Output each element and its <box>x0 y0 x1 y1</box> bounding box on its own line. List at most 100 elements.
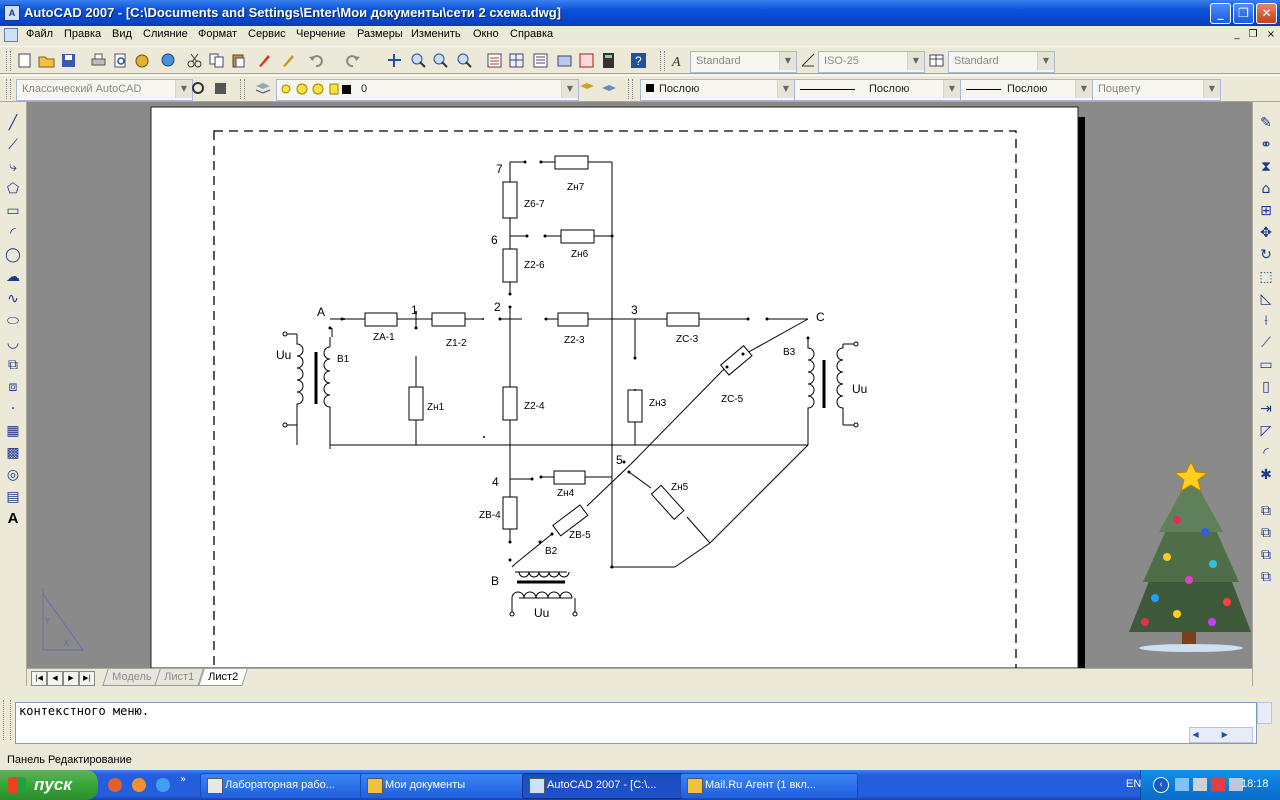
explode-icon[interactable]: ✱ <box>1260 467 1272 483</box>
break-icon[interactable]: ▯ <box>1262 379 1270 395</box>
rotate-icon[interactable]: ↻ <box>1260 247 1272 263</box>
table-style-select[interactable]: Standard▼ <box>948 51 1055 73</box>
menu-draw[interactable]: Черчение <box>296 28 346 40</box>
draworder-back-icon[interactable]: ⧉ <box>1261 525 1271 541</box>
draworder-below-icon[interactable]: ⧉ <box>1261 569 1271 585</box>
linetype-select[interactable]: Послою▼ <box>794 79 961 101</box>
workspace-select[interactable]: Классический AutoCAD▼ <box>16 79 193 101</box>
command-hscrollbar[interactable]: ◀ ▶ <box>1189 727 1253 743</box>
layer-previous-icon[interactable] <box>600 80 617 97</box>
redo-icon[interactable] <box>344 52 361 69</box>
new-file-icon[interactable] <box>16 52 33 69</box>
mdi-minimize-button[interactable]: _ <box>1234 29 1240 40</box>
spline-icon[interactable]: ∿ <box>7 291 19 307</box>
menu-view[interactable]: Вид <box>112 28 132 40</box>
command-window[interactable] <box>15 702 1257 744</box>
menu-format[interactable]: Формат <box>198 28 238 40</box>
zoom-window-icon[interactable] <box>432 52 449 69</box>
menu-modify[interactable]: Изменить <box>411 28 461 40</box>
sheet-set-icon[interactable] <box>556 52 573 69</box>
open-folder-icon[interactable] <box>38 52 55 69</box>
print-preview-icon[interactable] <box>112 52 129 69</box>
table-icon[interactable]: ▤ <box>6 489 20 505</box>
menu-dimension[interactable]: Размеры <box>357 28 403 40</box>
save-icon[interactable] <box>60 52 77 69</box>
markup-icon[interactable] <box>578 52 595 69</box>
minimize-button[interactable]: _ <box>1210 3 1231 24</box>
command-grip[interactable] <box>3 700 11 740</box>
taskbar-item-mailru[interactable]: Mail.Ru Агент (1 вкл... <box>680 773 858 799</box>
join-icon[interactable]: ⇥ <box>1260 401 1272 417</box>
print-icon[interactable] <box>90 52 107 69</box>
language-indicator[interactable]: EN <box>1126 778 1142 790</box>
block-editor-icon[interactable] <box>280 52 297 69</box>
toolbar-grip[interactable] <box>240 79 245 99</box>
help-icon[interactable]: ? <box>630 52 647 69</box>
draworder-front-icon[interactable]: ⧉ <box>1261 503 1271 519</box>
prev-tab-icon[interactable]: ◀ <box>47 671 63 686</box>
rectangle-icon[interactable]: ▭ <box>6 203 20 219</box>
zoom-realtime-icon[interactable] <box>410 52 427 69</box>
gear-icon[interactable] <box>212 80 229 97</box>
cut-icon[interactable] <box>186 52 203 69</box>
make-current-layer-icon[interactable] <box>578 80 595 97</box>
break-at-point-icon[interactable]: ▭ <box>1259 357 1273 373</box>
christmas-tree-gadget[interactable] <box>1129 460 1251 652</box>
menu-edit[interactable]: Правка <box>64 28 102 40</box>
revision-cloud-icon[interactable]: ☁ <box>6 269 20 285</box>
make-block-icon[interactable]: ⧈ <box>8 379 18 395</box>
dim-style-select[interactable]: ISO-25▼ <box>818 51 925 73</box>
construction-line-icon[interactable]: ⟋ <box>8 137 18 153</box>
command-scrollbar[interactable] <box>1257 702 1272 724</box>
line-icon[interactable]: ╱ <box>8 115 18 131</box>
dim-style-icon[interactable] <box>800 52 817 69</box>
taskbar-item-documents[interactable]: Мои документы <box>360 773 541 799</box>
array-icon[interactable]: ⊞ <box>1260 203 1272 219</box>
tool-palettes-icon[interactable] <box>532 52 549 69</box>
circle-icon[interactable]: ◯ <box>5 247 21 263</box>
firefox-icon[interactable] <box>132 778 146 792</box>
chamfer-icon[interactable]: ◸ <box>1260 423 1272 439</box>
ie-icon[interactable] <box>156 778 170 792</box>
layer-select[interactable]: 0 ▼ <box>276 79 579 101</box>
hatch-icon[interactable]: ▦ <box>6 423 20 439</box>
web-icon[interactable] <box>160 52 177 69</box>
taskbar-item-lab[interactable]: Лабораторная рабо... <box>200 773 378 799</box>
toolbar-grip[interactable] <box>6 51 11 71</box>
insert-block-icon[interactable]: ⧉ <box>8 357 18 373</box>
drawing-canvas[interactable]: X Y A 1 2 3 C 7 6 4 5 B ZA-1 Z1-2 Z2-3 Z… <box>27 102 1252 668</box>
offset-icon[interactable]: ⌂ <box>1261 181 1271 197</box>
properties-icon[interactable] <box>486 52 503 69</box>
ellipse-icon[interactable]: ⬭ <box>7 313 19 329</box>
calculator-icon[interactable] <box>600 52 617 69</box>
match-properties-icon[interactable] <box>256 52 273 69</box>
taskbar-item-autocad[interactable]: AutoCAD 2007 - [C:\... <box>522 773 700 799</box>
zoom-previous-icon[interactable] <box>456 52 473 69</box>
maximize-button[interactable]: ❐ <box>1233 3 1254 24</box>
network-icon[interactable] <box>1175 778 1189 791</box>
text-style-icon[interactable]: A <box>670 52 687 69</box>
ellipse-arc-icon[interactable]: ◡ <box>6 335 20 351</box>
mirror-icon[interactable]: ⧗ <box>1261 159 1271 175</box>
stretch-icon[interactable]: ◺ <box>1260 291 1272 307</box>
first-tab-icon[interactable]: |◀ <box>31 671 47 686</box>
publish-icon[interactable] <box>134 52 151 69</box>
copy-object-icon[interactable]: ⚭ <box>1260 137 1272 153</box>
menu-merge[interactable]: Слияние <box>143 28 188 40</box>
fillet-icon[interactable]: ◜ <box>1263 445 1269 461</box>
lineweight-select[interactable]: Послою▼ <box>960 79 1093 101</box>
text-style-select[interactable]: Standard▼ <box>690 51 797 73</box>
show-more-icon[interactable]: » <box>180 774 187 785</box>
autocad-icon[interactable]: A <box>4 5 20 21</box>
draworder-above-icon[interactable]: ⧉ <box>1261 547 1271 563</box>
last-tab-icon[interactable]: ▶| <box>79 671 95 686</box>
antivirus-icon[interactable] <box>1211 778 1225 791</box>
region-icon[interactable]: ◎ <box>6 467 20 483</box>
polygon-icon[interactable]: ⬠ <box>6 181 20 197</box>
plotstyle-select[interactable]: Поцвету▼ <box>1092 79 1221 101</box>
document-icon[interactable] <box>4 28 18 42</box>
extend-icon[interactable]: ⟋ <box>1261 335 1271 351</box>
tab-sheet1[interactable]: Лист1 <box>154 669 204 686</box>
pan-realtime-icon[interactable] <box>386 52 403 69</box>
color-select[interactable]: Послою▼ <box>640 79 795 101</box>
